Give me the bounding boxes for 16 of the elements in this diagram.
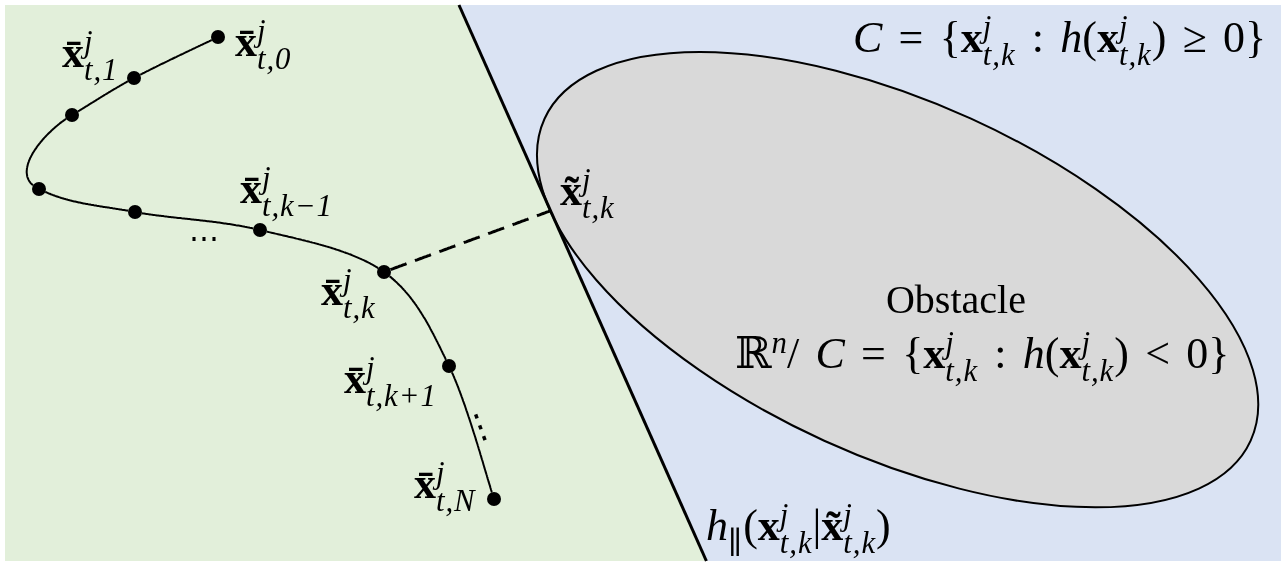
trajectory-curve — [140, 212, 255, 230]
dashed-line — [389, 209, 552, 271]
trajectory-curve — [25, 117, 68, 187]
trajectory-curve — [388, 275, 447, 361]
ellipsis-text: ⋯ — [189, 220, 219, 256]
trajectory-curve — [265, 230, 380, 270]
trajectory-curve — [450, 371, 493, 494]
safe-set-formula: C = {x$^{j}$$_{t,k}$ : h(x$^{j}$$_{t,k}$) ≥ 0} — [853, 12, 1267, 71]
trajectory-curve — [139, 39, 213, 76]
obstacle-title: Obstacle — [886, 276, 1026, 324]
trajectory-curve — [77, 80, 129, 113]
vertical-ellipsis-text: ⋮ — [457, 402, 503, 452]
boundary-label: h$_{∥}$(x$^{j}$$_{t,k}$|x̃$^{j}$$_{t,k}$) — [706, 500, 891, 559]
trajectory-curve — [44, 191, 130, 212]
trajectory-region — [5, 5, 707, 561]
obstacle-set-formula: ℝ$^{n}$/ C = {x$^{j}$$_{t,k}$ : h(x$^{j}$$_{t,k}$) < 0} — [735, 328, 1230, 387]
